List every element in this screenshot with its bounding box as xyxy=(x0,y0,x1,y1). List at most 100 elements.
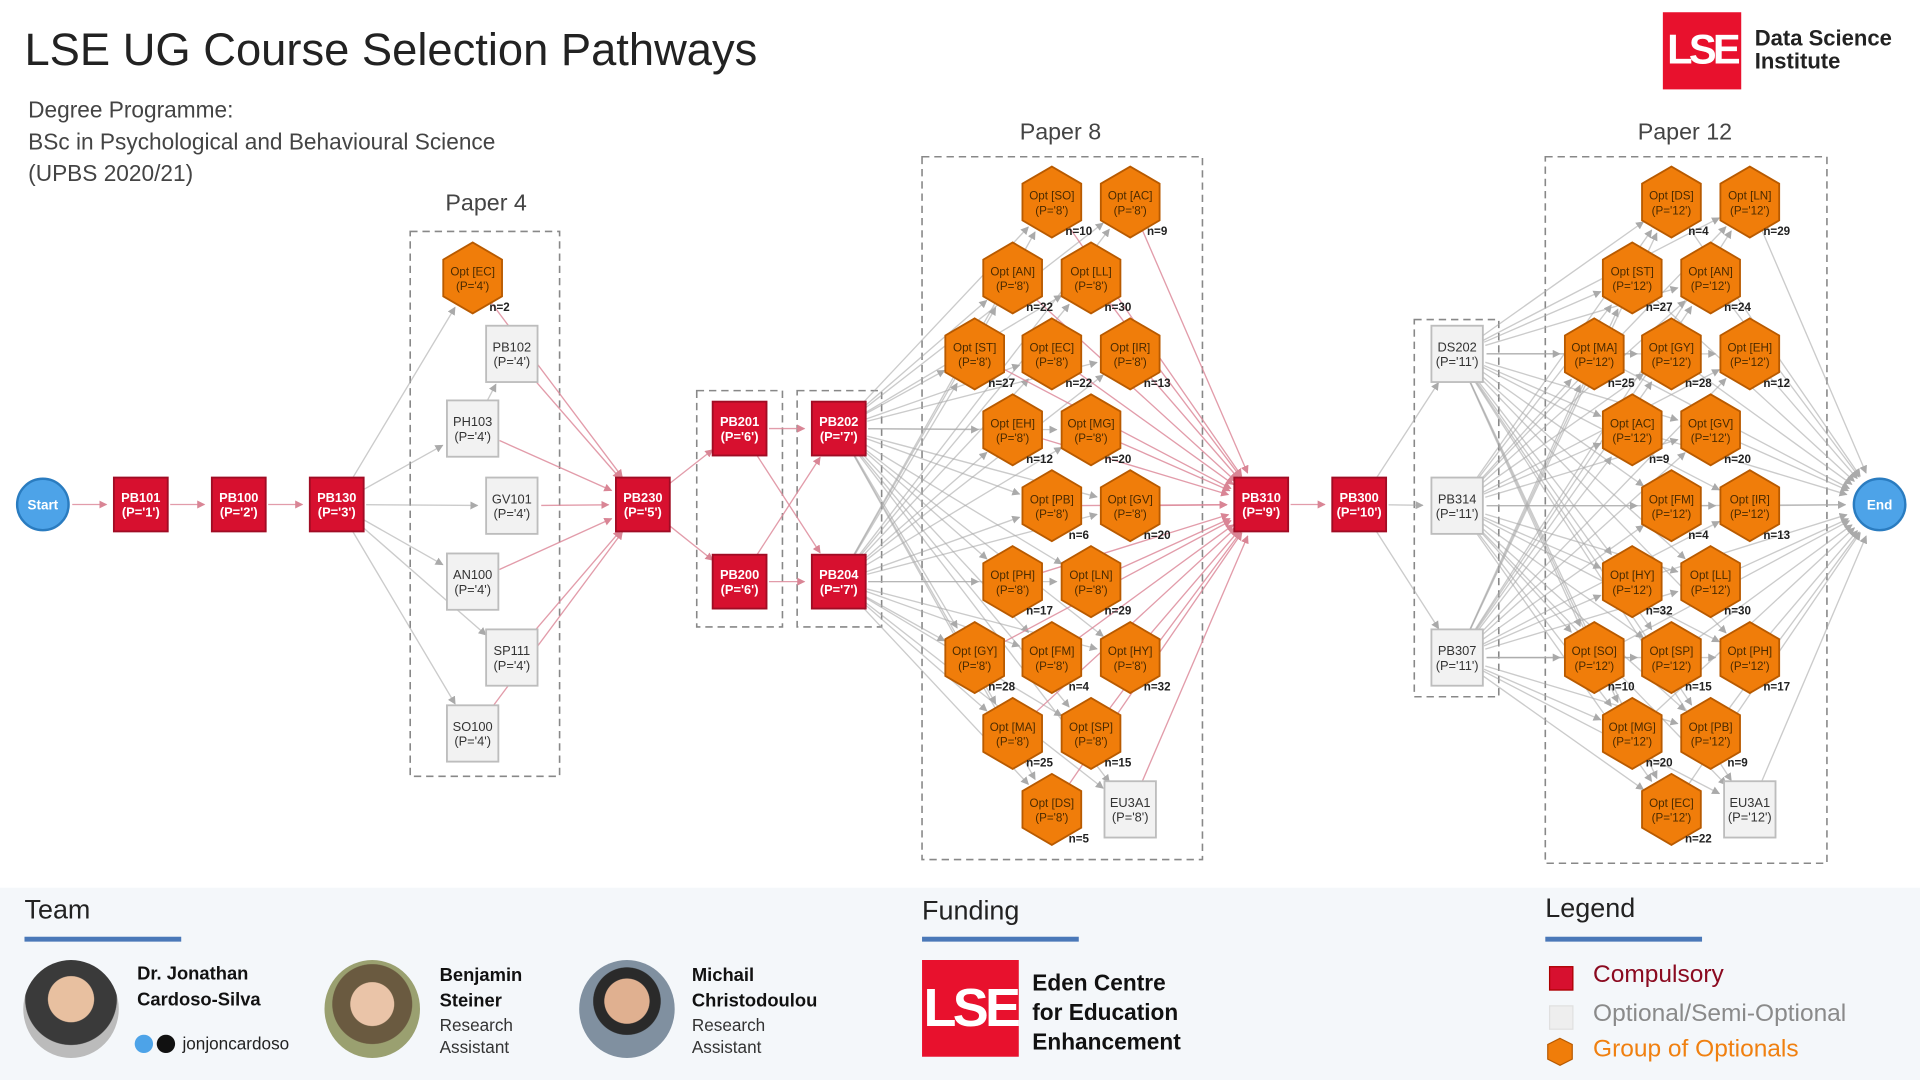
edge-PB314-p12-HY xyxy=(1483,516,1602,569)
node-label: Opt [EC] xyxy=(450,266,495,279)
node-p8-EU3A1[interactable]: EU3A1(P='8') xyxy=(1103,780,1157,839)
funder-line: Enhancement xyxy=(1032,1028,1181,1055)
node-count: n=15 xyxy=(1105,757,1132,770)
node-paper: (P='8') xyxy=(996,584,1029,597)
node-PB314[interactable]: PB314(P='11') xyxy=(1430,476,1484,535)
node-DS202[interactable]: DS202(P='11') xyxy=(1430,324,1484,383)
social-handle[interactable]: jonjoncardoso xyxy=(182,1033,290,1054)
node-PB307[interactable]: PB307(P='11') xyxy=(1430,628,1484,687)
node-label: Opt [SO] xyxy=(1572,645,1617,658)
node-label: Opt [LL] xyxy=(1690,569,1731,582)
node-p12-MG[interactable]: Opt [MG](P='12')n=20 xyxy=(1601,696,1673,771)
node-PB100[interactable]: PB100(P='2') xyxy=(210,476,267,533)
node-PB202[interactable]: PB202(P='7') xyxy=(810,400,867,457)
node-p12-MA[interactable]: Opt [MA](P='12')n=25 xyxy=(1563,317,1635,391)
node-p8-EH[interactable]: Opt [EH](P='8')n=12 xyxy=(982,393,1053,467)
optional-box xyxy=(1723,780,1777,839)
node-p8-SP[interactable]: Opt [SP](P='8')n=15 xyxy=(1060,696,1132,771)
node-p8-GY[interactable]: Opt [GY](P='8')n=28 xyxy=(944,620,1016,695)
node-PB130[interactable]: PB130(P='3') xyxy=(308,476,365,533)
node-label: DS202 xyxy=(1438,339,1477,354)
paper4-title: Paper 4 xyxy=(445,190,527,216)
group-hexagon-icon xyxy=(1060,241,1122,315)
node-label: Opt [AN] xyxy=(1688,266,1733,279)
node-p8-IR[interactable]: Opt [IR](P='8')n=13 xyxy=(1099,317,1171,391)
node-p12-SP[interactable]: Opt [SP](P='12')n=15 xyxy=(1641,620,1712,695)
node-p8-AC[interactable]: Opt [AC](P='8')n=9 xyxy=(1099,165,1168,239)
social-links: jonjoncardoso xyxy=(134,1033,290,1054)
node-p8-HY[interactable]: Opt [HY](P='8')n=32 xyxy=(1099,620,1171,695)
node-p12-PH[interactable]: Opt [PH](P='12')n=17 xyxy=(1719,620,1790,695)
node-p12-DS[interactable]: Opt [DS](P='12')n=4 xyxy=(1641,165,1709,239)
edge-p8-EC-PB310 xyxy=(1075,370,1235,486)
node-p8-SO[interactable]: Opt [SO](P='8')n=10 xyxy=(1021,165,1092,239)
node-count: n=29 xyxy=(1763,225,1790,238)
node-PB201[interactable]: PB201(P='6') xyxy=(711,400,768,457)
node-PH103[interactable]: PH103(P='4') xyxy=(446,399,500,458)
node-paper: (P='4') xyxy=(454,429,491,444)
node-p12-EH[interactable]: Opt [EH](P='12')n=12 xyxy=(1719,317,1790,391)
node-p12-SO[interactable]: Opt [SO](P='12')n=10 xyxy=(1563,620,1635,695)
github-icon[interactable] xyxy=(156,1034,176,1053)
node-SP111[interactable]: SP111(P='4') xyxy=(485,628,539,687)
node-label: Opt [HY] xyxy=(1610,569,1655,582)
node-GV101[interactable]: GV101(P='4') xyxy=(485,476,539,535)
nodes: Start PB101(P='1') PB100(P='2') PB130(P='3'… xyxy=(15,165,1907,846)
node-p8-MG[interactable]: Opt [MG](P='8')n=20 xyxy=(1060,393,1132,467)
node-count: n=27 xyxy=(1646,301,1673,314)
edge-PB307-p12-HY xyxy=(1483,594,1602,647)
node-AN100[interactable]: AN100(P='4') xyxy=(446,552,500,611)
group-hexagon-icon xyxy=(1680,241,1741,315)
paper12-title: Paper 12 xyxy=(1638,119,1732,145)
node-label: PB102 xyxy=(493,339,532,354)
node-p12-EC[interactable]: Opt [EC](P='12')n=22 xyxy=(1641,772,1712,846)
node-p8-FM[interactable]: Opt [FM](P='8')n=4 xyxy=(1021,620,1089,695)
node-p12-LL[interactable]: Opt [LL](P='12')n=30 xyxy=(1680,545,1751,619)
node-p8-ST[interactable]: Opt [ST](P='8')n=27 xyxy=(944,317,1015,391)
twitter-icon[interactable] xyxy=(134,1034,154,1053)
node-start[interactable]: Start xyxy=(15,477,70,532)
node-p12-HY[interactable]: Opt [HY](P='12')n=32 xyxy=(1601,545,1673,619)
node-PB230[interactable]: PB230(P='5') xyxy=(615,476,671,533)
node-PB102[interactable]: PB102(P='4') xyxy=(485,324,539,383)
node-p8-MA[interactable]: Opt [MA](P='8')n=25 xyxy=(982,696,1054,771)
compulsory-box xyxy=(308,476,365,533)
node-p12-IR[interactable]: Opt [IR](P='12')n=13 xyxy=(1719,469,1791,543)
edge-PB130-GV101 xyxy=(366,501,479,510)
node-PB204[interactable]: PB204(P='7') xyxy=(810,553,867,610)
node-p12-GY[interactable]: Opt [GY](P='12')n=28 xyxy=(1641,317,1712,391)
node-count: n=4 xyxy=(1688,225,1709,238)
node-p4-EC[interactable]: Opt [EC](P='4')n=2 xyxy=(442,241,510,315)
node-p12-LN[interactable]: Opt [LN](P='12')n=29 xyxy=(1719,165,1791,239)
node-paper: (P='8') xyxy=(1114,508,1147,521)
node-p12-GV[interactable]: Opt [GV](P='12')n=20 xyxy=(1680,393,1751,467)
node-p8-GV[interactable]: Opt [GV](P='8')n=20 xyxy=(1099,469,1171,543)
node-p12-FM[interactable]: Opt [FM](P='12')n=4 xyxy=(1641,469,1709,543)
node-p8-PB[interactable]: Opt [PB](P='8')n=6 xyxy=(1021,469,1089,543)
node-PB310[interactable]: PB310(P='9') xyxy=(1233,476,1290,533)
edge-p12-IR-end xyxy=(1779,500,1847,509)
group-hexagon-icon xyxy=(1641,317,1702,391)
node-p8-LL[interactable]: Opt [LL](P='8')n=30 xyxy=(1060,241,1132,315)
node-label: Opt [EH] xyxy=(990,417,1035,430)
node-p8-LN[interactable]: Opt [LN](P='8')n=29 xyxy=(1060,545,1132,619)
node-p12-EU3A1[interactable]: EU3A1(P='12') xyxy=(1723,780,1777,839)
node-p12-ST[interactable]: Opt [ST](P='12')n=27 xyxy=(1601,241,1673,315)
edge-PB204-p8-ST xyxy=(853,382,958,557)
node-p8-EC[interactable]: Opt [EC](P='8')n=22 xyxy=(1021,317,1092,391)
node-p12-PB[interactable]: Opt [PB](P='12')n=9 xyxy=(1680,696,1748,771)
node-p8-PH[interactable]: Opt [PH](P='8')n=17 xyxy=(982,545,1053,619)
node-end[interactable]: End xyxy=(1852,477,1907,532)
node-p8-AN[interactable]: Opt [AN](P='8')n=22 xyxy=(982,241,1053,315)
node-PB300[interactable]: PB300(P='10') xyxy=(1331,476,1388,533)
node-PB101[interactable]: PB101(P='1') xyxy=(112,476,169,533)
funder-name: Eden Centre for Education Enhancement xyxy=(1032,969,1181,1057)
node-p8-DS[interactable]: Opt [DS](P='8')n=5 xyxy=(1021,772,1089,846)
node-paper: (P='12') xyxy=(1691,584,1731,597)
node-PB200[interactable]: PB200(P='6') xyxy=(711,553,768,610)
node-p12-AN[interactable]: Opt [AN](P='12')n=24 xyxy=(1680,241,1751,315)
compulsory-box xyxy=(615,476,671,533)
node-SO100[interactable]: SO100(P='4') xyxy=(446,704,500,763)
node-p12-AC[interactable]: Opt [AC](P='12')n=9 xyxy=(1601,393,1670,467)
